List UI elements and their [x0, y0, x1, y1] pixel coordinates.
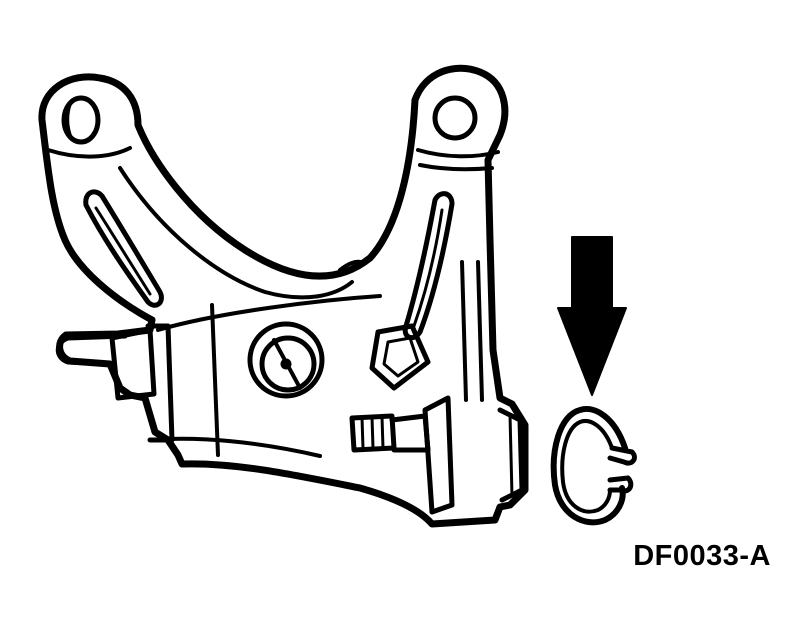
fill-plug-inner — [259, 335, 317, 393]
front-face-line — [156, 294, 382, 332]
down-arrow-icon — [557, 236, 627, 396]
right-seal-line — [508, 413, 514, 498]
axle-stub-right — [349, 395, 525, 515]
right-shaft — [389, 413, 431, 453]
left-lug-bore-shade — [64, 104, 74, 140]
left-shaft — [55, 333, 128, 367]
side-face-line-2 — [476, 260, 484, 402]
fill-plug-dot — [280, 358, 292, 370]
right-lug-edge-2 — [418, 163, 494, 172]
right-lug-bore — [432, 95, 478, 141]
figure-label: DF0033-A — [633, 540, 771, 572]
snap-ring-outer — [550, 406, 628, 526]
right-spline-1 — [360, 416, 365, 450]
axle-stub-left — [55, 323, 175, 443]
side-face-line-1 — [460, 260, 468, 402]
inner-arch — [118, 166, 354, 300]
snap-ring — [550, 406, 637, 526]
snap-ring-eye-bottom — [607, 475, 634, 494]
left-lug-edge — [46, 146, 132, 159]
right-spline-2 — [370, 415, 375, 450]
square-boss — [369, 323, 431, 391]
right-shaft-hub — [422, 395, 455, 515]
right-rib-slot — [402, 191, 455, 341]
right-rib-slot-inner — [412, 208, 444, 328]
left-shaft-collar — [109, 327, 157, 401]
left-rib-slot-inner — [94, 206, 152, 296]
inner-arch-lip — [338, 259, 367, 272]
left-shaft-flange — [145, 323, 175, 443]
right-spline-3 — [380, 415, 385, 450]
square-boss-inner — [382, 336, 420, 378]
left-lug-bore — [61, 95, 101, 145]
snap-ring-eye-top — [607, 445, 637, 466]
right-lug-edge — [416, 148, 500, 159]
fill-plug — [247, 321, 325, 399]
snap-ring-inner — [560, 419, 614, 514]
front-face-vertical — [210, 303, 220, 457]
left-rib-slot — [83, 189, 164, 308]
